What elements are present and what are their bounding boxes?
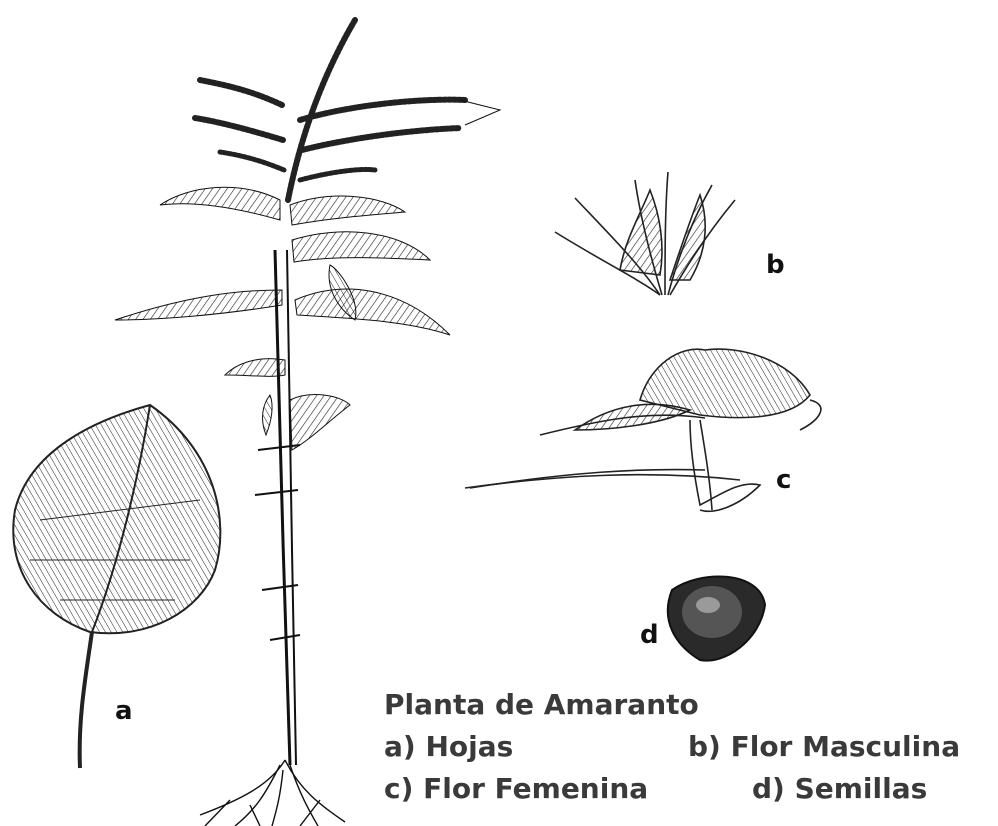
legend-title: Planta de Amaranto bbox=[384, 688, 699, 721]
roots bbox=[200, 760, 345, 826]
legend-item-semillas: d) Semillas bbox=[752, 772, 927, 805]
seed-drawing bbox=[668, 576, 765, 660]
inflorescence bbox=[195, 20, 465, 200]
label-a: a bbox=[115, 696, 133, 726]
legend-item-flor-masculina: b) Flor Masculina bbox=[688, 730, 960, 763]
legend-item-hojas: a) Hojas bbox=[384, 730, 513, 763]
male-flower-drawing bbox=[555, 172, 735, 295]
female-flower-drawing bbox=[465, 349, 821, 511]
label-d: d bbox=[640, 620, 659, 650]
label-c: c bbox=[776, 465, 791, 495]
label-b: b bbox=[766, 250, 785, 280]
legend-item-flor-femenina: c) Flor Femenina bbox=[384, 772, 648, 805]
